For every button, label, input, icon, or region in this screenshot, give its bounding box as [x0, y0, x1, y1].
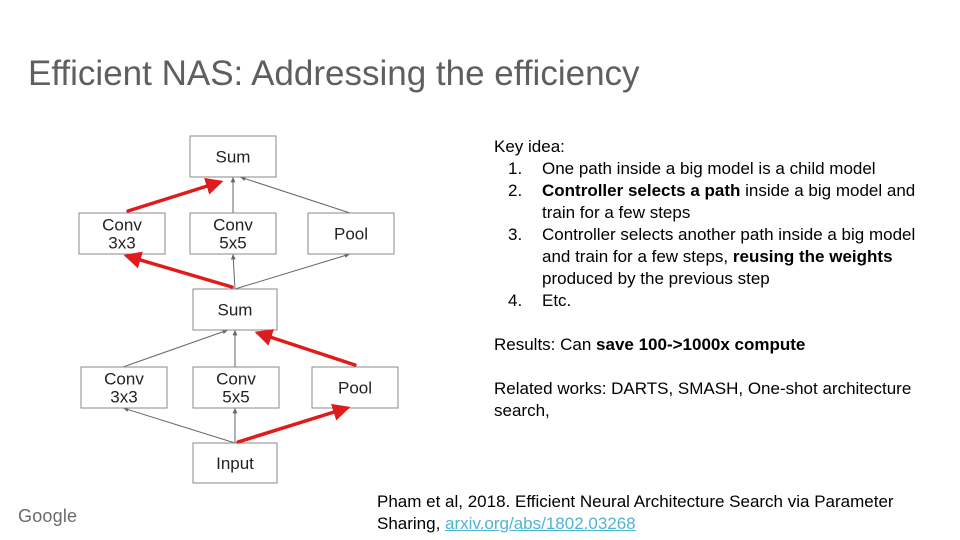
citation: Pham et al, 2018. Efficient Neural Archi… [377, 491, 897, 535]
node-label: 5x5 [219, 234, 246, 253]
node-label: Sum [218, 301, 253, 320]
edge-sum-mid-pool [234, 253, 351, 290]
node-label: Conv [102, 216, 142, 235]
node-label: Input [216, 454, 254, 473]
google-logo: Google [18, 506, 78, 526]
citation-text: Pham et al, 2018. Efficient Neural Archi… [377, 492, 894, 533]
node-label: 5x5 [222, 388, 249, 407]
node-box [192, 288, 278, 331]
item-number: 4. [508, 291, 523, 310]
edge-pool-sum-top [239, 176, 351, 214]
node-label: 3x3 [110, 388, 137, 407]
key-idea-item: 1. One path inside a big model is a child… [494, 158, 934, 180]
red-edge-pool-sum-mid [254, 329, 357, 367]
normal-edges [122, 176, 351, 444]
item-text: Controller selects a path inside a big m… [542, 181, 916, 222]
red-edge-sum-mid-conv3 [123, 251, 234, 289]
item-number: 1. [508, 159, 523, 178]
edge-conv3-sum-mid [122, 329, 229, 368]
node-sum-top: Sum [189, 135, 277, 178]
node-label: Pool [334, 225, 368, 244]
arxiv-link[interactable]: arxiv.org/abs/1802.03268 [445, 514, 636, 533]
edge-input-conv3 [122, 407, 236, 444]
item-text: Etc. [542, 291, 572, 310]
key-idea-list: 1. One path inside a big model is a child… [494, 158, 934, 312]
node-pool-bot: Pool [311, 366, 399, 409]
node-input: Input [192, 442, 278, 484]
key-idea-heading: Key idea: [494, 137, 565, 156]
node-box [192, 442, 278, 484]
results-bold: save 100->1000x compute [596, 335, 806, 354]
node-box [189, 212, 277, 255]
item-text: Controller selects another path inside a… [542, 225, 916, 288]
related-works: Related works: DARTS, SMASH, One-shot ar… [494, 379, 912, 420]
results-prefix: Results: Can [494, 335, 597, 354]
node-label: Conv [216, 370, 256, 389]
item-number: 2. [508, 181, 523, 200]
selected-path-edges [123, 177, 357, 444]
slide-title: Efficient NAS: Addressing the efficiency [28, 54, 640, 93]
results-text: Results: Can save 100->1000x compute [494, 334, 934, 356]
node-box [192, 366, 280, 409]
node-box [307, 212, 395, 255]
node-label: Conv [104, 370, 144, 389]
edge-sum-mid-conv5 [230, 253, 236, 290]
red-edge-conv3-sum-top [126, 177, 224, 213]
node-label: Sum [216, 148, 251, 167]
node-label: Conv [213, 216, 253, 235]
node-box [189, 135, 277, 178]
node-label: Pool [338, 379, 372, 398]
item-number: 3. [508, 225, 523, 244]
node-box [78, 212, 166, 255]
key-idea-panel: Key idea: 1. One path inside a big model … [494, 136, 934, 422]
key-idea-item: 3. Controller selects another path inside… [494, 224, 934, 290]
node-box [311, 366, 399, 409]
key-idea-item: 2. Controller selects a path inside a big… [494, 180, 934, 224]
item-text: One path inside a big model is a child m… [542, 159, 876, 178]
red-edge-input-pool [236, 403, 351, 444]
key-idea-item: 4. Etc. [494, 290, 934, 312]
node-sum-mid: Sum [192, 288, 278, 331]
node-box [80, 366, 168, 409]
node-label: 3x3 [108, 234, 135, 253]
node-pool-top: Pool [307, 212, 395, 255]
